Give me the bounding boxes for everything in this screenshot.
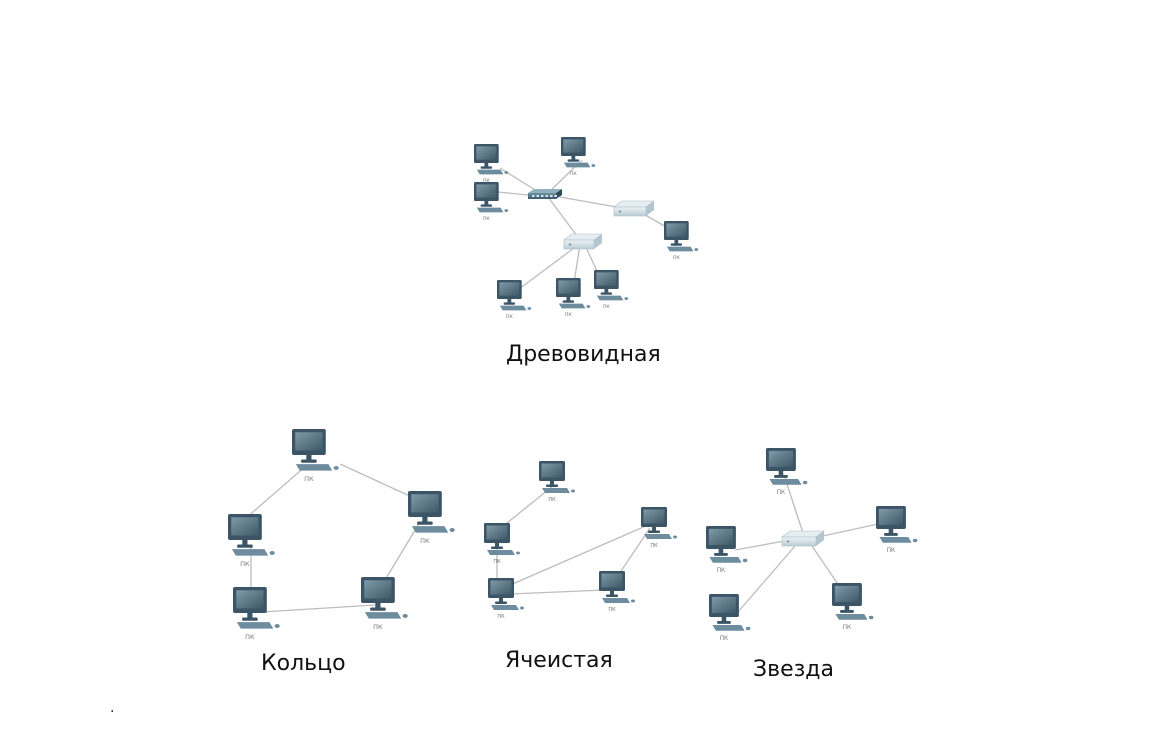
pc-label: ПК: [240, 560, 250, 568]
tree-cable: [514, 244, 579, 293]
pc-label: ПК: [720, 636, 728, 642]
pc-label: ПК: [565, 312, 573, 318]
footnote-dot: .: [110, 700, 115, 716]
ring-pc: ПК: [292, 429, 339, 483]
tree-cable: [497, 191, 529, 196]
pc-label: ПК: [777, 490, 785, 496]
pc-label: ПК: [245, 633, 255, 641]
tree-core-switch: [528, 189, 562, 199]
pc-label: ПК: [304, 475, 314, 483]
pc-label: ПК: [493, 559, 501, 565]
pc-label: ПК: [483, 216, 491, 222]
pc-label: ПК: [420, 537, 430, 545]
star-pc: ПК: [832, 583, 874, 631]
mesh-topology-caption: Ячеистая: [505, 648, 613, 673]
mesh-pc: ПК: [484, 523, 520, 565]
tree-pc: ПК: [594, 270, 629, 310]
pc-label: ПК: [497, 614, 505, 620]
tree-pc: ПК: [474, 182, 509, 222]
tree-pc: ПК: [561, 137, 596, 177]
pc-label: ПК: [483, 178, 491, 184]
star-cable: [784, 477, 804, 534]
pc-label: ПК: [506, 314, 514, 320]
ring-pc: ПК: [361, 577, 408, 631]
ring-pc: ПК: [228, 514, 275, 568]
pc-label: ПК: [650, 543, 658, 549]
star-central-hub: [781, 530, 825, 547]
pc-label: ПК: [548, 497, 556, 503]
tree-topology-caption: Древовидная: [506, 342, 661, 367]
tree-hub-right: [613, 200, 655, 217]
mesh-pc: ПК: [599, 571, 635, 613]
star-cable: [817, 523, 879, 538]
mesh-cable: [509, 589, 606, 595]
star-pc: ПК: [766, 448, 808, 496]
ring-cable: [384, 521, 421, 581]
pc-label: ПК: [608, 607, 616, 613]
ring-cable: [261, 604, 376, 613]
mesh-cable: [507, 524, 649, 587]
tree-hub-bottom: [563, 233, 603, 250]
pc-label: ПК: [673, 255, 681, 261]
pc-label: ПК: [603, 304, 611, 310]
ring-pc: ПК: [408, 491, 455, 545]
star-pc: ПК: [706, 526, 748, 574]
ring-cable: [339, 463, 413, 498]
star-pc: ПК: [709, 594, 751, 642]
network-devices: ПК ПК ПК ПК ПК ПК ПК ПК ПК ПК ПК ПК ПК ПК ПК ПК ПК ПК ПК ПК…: [228, 137, 918, 642]
pc-label: ПК: [373, 623, 383, 631]
mesh-pc: ПК: [641, 507, 677, 549]
tree-cable: [559, 196, 623, 209]
pc-label: ПК: [887, 548, 895, 554]
ring-pc: ПК: [233, 587, 280, 641]
star-cable: [734, 539, 791, 551]
star-pc: ПК: [876, 506, 918, 554]
star-cable: [737, 545, 796, 613]
pc-label: ПК: [843, 625, 851, 631]
tree-pc: ПК: [556, 278, 591, 318]
star-topology-caption: Звезда: [753, 657, 834, 682]
tree-pc: ПК: [474, 144, 509, 184]
mesh-pc: ПК: [539, 461, 575, 503]
pc-label: ПК: [570, 171, 578, 177]
ring-topology-caption: Кольцо: [261, 651, 346, 676]
mesh-cable: [501, 485, 554, 528]
mesh-pc: ПК: [488, 578, 524, 620]
ring-cable: [245, 464, 308, 519]
tree-pc: ПК: [664, 221, 699, 261]
pc-label: ПК: [717, 568, 725, 574]
tree-cable: [547, 196, 581, 241]
tree-pc: ПК: [497, 280, 532, 320]
